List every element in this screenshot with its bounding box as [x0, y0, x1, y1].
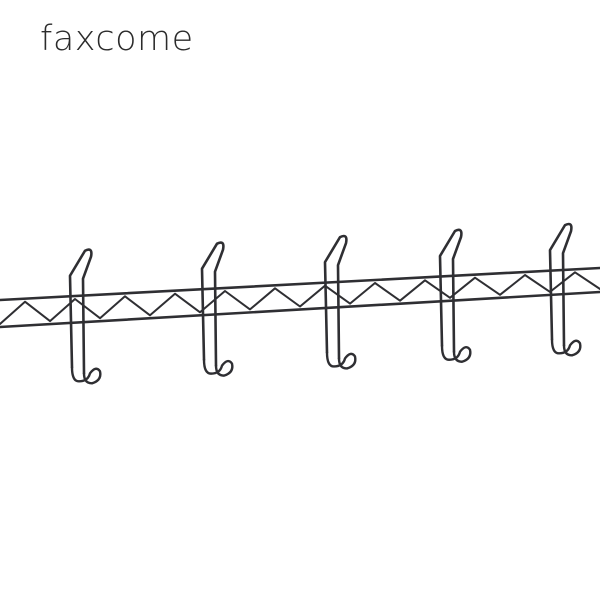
rack-bottom-rail: [0, 290, 600, 329]
rack-top-rail: [0, 266, 600, 302]
brand-logo-text: faxcome: [40, 19, 194, 59]
coat-hook: [548, 222, 582, 357]
coat-hook: [323, 234, 357, 370]
coat-hook: [200, 241, 234, 377]
rack-zigzag-wire: [0, 271, 600, 325]
coat-hook: [68, 248, 102, 385]
coat-hook: [438, 228, 472, 363]
